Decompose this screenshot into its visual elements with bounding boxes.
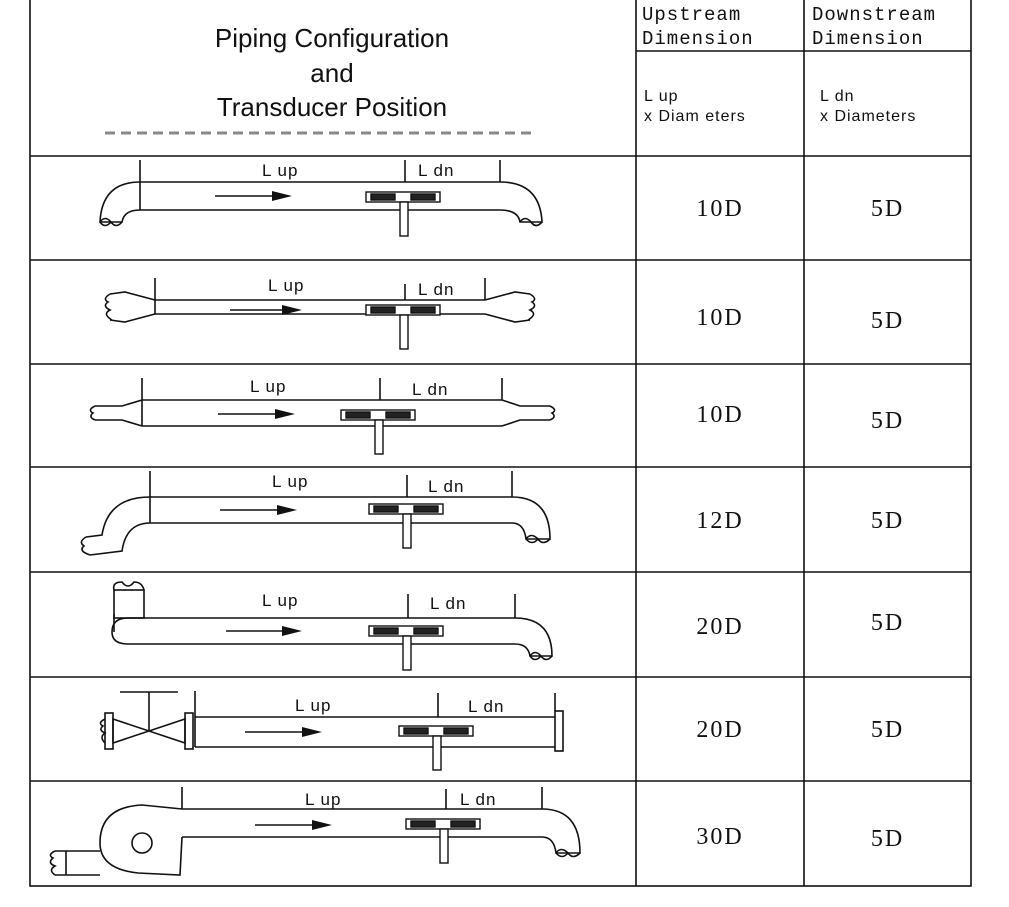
row-7-label-up: L up: [305, 790, 342, 809]
flow-arrow: [218, 409, 295, 419]
row-1-label-dn: L dn: [418, 161, 455, 180]
downstream-header-line-1: Downstream: [812, 4, 937, 26]
row-1-label-up: L up: [262, 161, 299, 180]
row-4-label-up: L up: [272, 472, 309, 491]
row-5-label-dn: L dn: [430, 594, 467, 613]
row-6-diagram: [99, 691, 564, 771]
row-2-upstream: 10D: [696, 305, 744, 331]
upstream-sub-line-2: x Diam eters: [644, 108, 746, 125]
row-5-upstream: 20D: [696, 614, 744, 640]
row-2-downstream: 5D: [870, 308, 905, 334]
transducer: [368, 503, 444, 549]
transducer: [365, 191, 441, 237]
row-3-diagram: [89, 378, 556, 455]
transducer: [405, 818, 481, 864]
downstream-header-line-2: Dimension: [812, 28, 924, 50]
row-2-label-dn: L dn: [418, 280, 455, 299]
row-6-upstream: 20D: [696, 717, 744, 743]
upstream-header-line-2: Dimension: [642, 28, 754, 50]
row-6-label-up: L up: [295, 696, 332, 715]
row-6-label-dn: L dn: [468, 697, 505, 716]
flow-arrow: [226, 626, 302, 636]
row-3-downstream: 5D: [870, 408, 905, 434]
title-line-1: Piping Configuration: [214, 23, 450, 53]
row-7-label-dn: L dn: [460, 790, 497, 809]
transducer: [398, 725, 474, 771]
title-line-2: and: [310, 58, 354, 88]
flow-arrow: [255, 820, 332, 830]
flow-arrow: [245, 727, 322, 737]
row-7-downstream: 5D: [870, 826, 905, 852]
row-6-downstream: 5D: [870, 717, 905, 743]
transducer: [365, 304, 441, 350]
transducer: [340, 409, 416, 455]
row-5-label-up: L up: [262, 591, 299, 610]
row-3-label-dn: L dn: [412, 380, 449, 399]
row-3-label-up: L up: [250, 377, 287, 396]
upstream-header-line-1: Upstream: [642, 4, 742, 26]
row-5-diagram: [111, 581, 553, 671]
row-1-upstream: 10D: [696, 196, 744, 222]
row-4-downstream: 5D: [870, 508, 905, 534]
upstream-sub-line-1: L up: [644, 88, 679, 105]
flow-arrow: [215, 191, 292, 201]
flow-arrow: [220, 505, 297, 515]
transducer: [368, 625, 444, 671]
downstream-sub-line-2: x Diameters: [820, 108, 917, 125]
row-1-diagram: [99, 160, 543, 237]
row-7-diagram: [49, 787, 581, 876]
row-4-diagram: [80, 471, 551, 556]
row-7-upstream: 30D: [696, 824, 744, 850]
row-1-downstream: 5D: [870, 196, 905, 222]
row-4-label-dn: L dn: [428, 477, 465, 496]
flow-arrow: [230, 305, 302, 315]
row-2-label-up: L up: [268, 276, 305, 295]
row-2-diagram: [104, 278, 536, 350]
row-5-downstream: 5D: [870, 610, 905, 636]
row-4-upstream: 12D: [696, 508, 744, 534]
row-3-upstream: 10D: [696, 402, 744, 428]
downstream-sub-line-1: L dn: [820, 88, 855, 105]
title-line-3: Transducer Position: [216, 92, 448, 122]
